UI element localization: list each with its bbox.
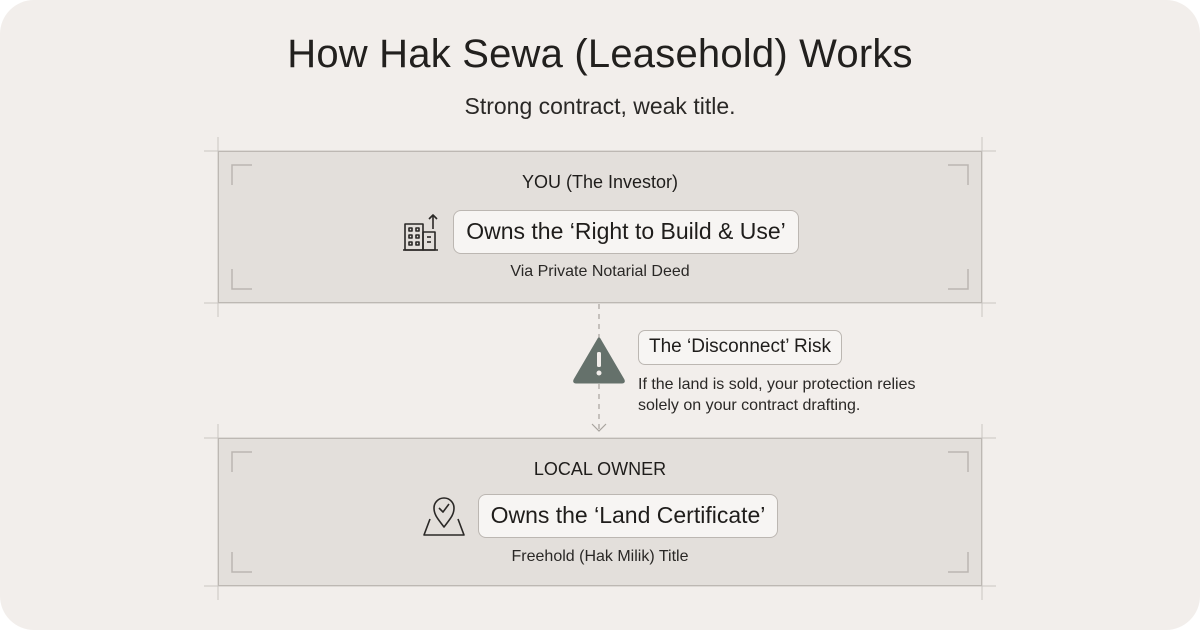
owner-panel: LOCAL OWNER Owns the ‘Land Certificate’ … [218, 438, 982, 586]
warning-triangle-icon [572, 336, 626, 384]
investor-heading: YOU (The Investor) [521, 172, 679, 192]
panel-corner-brackets [230, 163, 969, 290]
owner-heading: LOCAL OWNER [533, 459, 667, 479]
owner-note: Freehold (Hak Milik) Title [511, 548, 689, 565]
panel-corner-brackets [230, 450, 969, 573]
risk-description-line-2: solely on your contract drafting. [638, 397, 861, 414]
page-subtitle: Strong contract, weak title. [464, 93, 736, 119]
risk-description: If the land is sold, your protection rel… [638, 374, 998, 416]
disconnect-risk-label: The ‘Disconnect’ Risk [638, 330, 842, 365]
building-growth-icon [401, 212, 441, 252]
risk-description-line-1: If the land is sold, your protection rel… [638, 376, 916, 393]
investor-note: Via Private Notarial Deed [510, 263, 690, 280]
owner-right-pill: Owns the ‘Land Certificate’ [477, 494, 779, 538]
page-title: How Hak Sewa (Leasehold) Works [287, 32, 913, 76]
connector-arrowhead [591, 423, 607, 432]
investor-right-row: Owns the ‘Right to Build & Use’ [219, 210, 981, 254]
map-pin-icon [422, 495, 466, 537]
investor-panel: YOU (The Investor) [218, 151, 982, 303]
investor-right-pill: Owns the ‘Right to Build & Use’ [453, 210, 799, 254]
owner-right-row: Owns the ‘Land Certificate’ [219, 494, 981, 538]
